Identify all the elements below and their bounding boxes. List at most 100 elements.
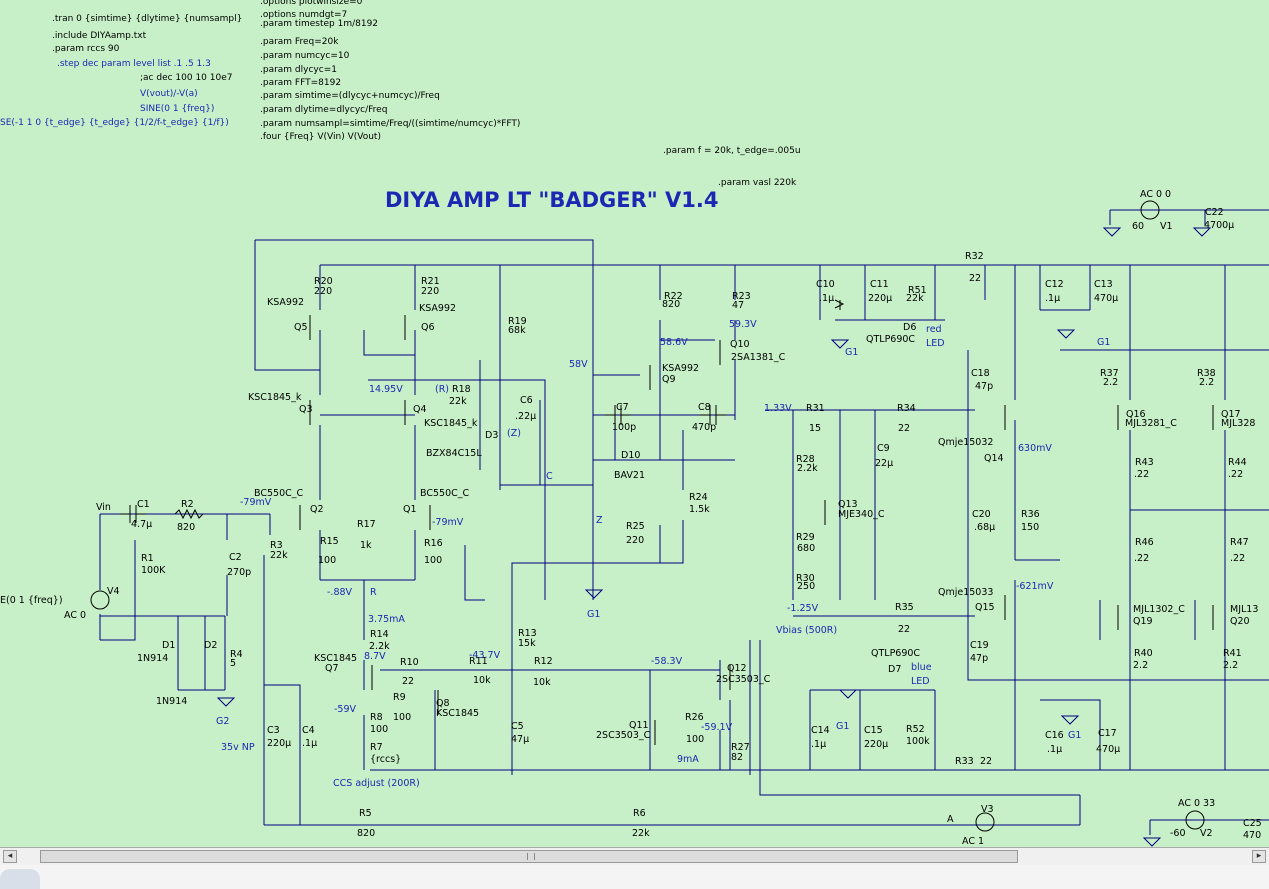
ref-r12: R12 xyxy=(534,656,553,667)
label-47p: 47p xyxy=(970,653,988,664)
label-22k: 22k xyxy=(449,396,467,407)
label-22: 22 xyxy=(898,423,910,434)
label-15k: 15k xyxy=(518,638,536,649)
scroll-thumb[interactable] xyxy=(40,850,1018,863)
ref-c16: C16 xyxy=(1045,730,1064,741)
label-22: 22 xyxy=(969,273,981,284)
ref-r52: R52 xyxy=(906,724,925,735)
label-ac-0: AC 0 xyxy=(64,610,86,621)
label-470p: 470p xyxy=(692,422,716,433)
ref-v2: V2 xyxy=(1200,828,1213,839)
label-led: LED xyxy=(926,338,945,349)
ref-r3: R3 xyxy=(270,540,283,551)
ref-c5: C5 xyxy=(511,721,524,732)
ref-r1: R1 xyxy=(141,553,154,564)
label-14-95v: 14.95V xyxy=(369,384,403,395)
label-qtlp690c: QTLP690C xyxy=(871,648,920,659)
ref-d7: D7 xyxy=(888,664,901,675)
label-2sa1381-c: 2SA1381_C xyxy=(731,352,786,363)
ref-d2: D2 xyxy=(204,640,217,651)
label-100: 100 xyxy=(318,555,336,566)
label-r: R xyxy=(370,587,377,598)
label-82: 82 xyxy=(731,752,743,763)
ref-r46: R46 xyxy=(1135,537,1154,548)
status-bar xyxy=(0,865,1269,889)
ref-q4: Q4 xyxy=(413,404,427,415)
ref-r29: R29 xyxy=(796,532,815,543)
ref-g1: G1 xyxy=(845,347,858,358)
ref-c11: C11 xyxy=(870,279,889,290)
label-68k: 68k xyxy=(508,325,526,336)
label-ksc1845: KSC1845 xyxy=(436,708,479,719)
ref-r38: R38 xyxy=(1197,368,1216,379)
spice-directive-numcyc: .param numcyc=10 xyxy=(260,51,350,61)
ref-q6: Q6 xyxy=(421,322,435,333)
ref-r13: R13 xyxy=(518,628,537,639)
label-22k: 22k xyxy=(906,293,924,304)
spice-directive-simtime: .param simtime=(dlycyc+numcyc)/Freq xyxy=(260,91,440,101)
label-22: .22µ xyxy=(515,411,536,422)
ref-q14: Q14 xyxy=(984,453,1004,464)
label-2sc3503-c: 2SC3503_C xyxy=(596,730,651,741)
ref-q8: Q8 xyxy=(436,698,450,709)
ref-r17: R17 xyxy=(357,519,376,530)
ref-c12: C12 xyxy=(1045,279,1064,290)
spice-directive-vout: V(vout)/-V(a) xyxy=(140,89,198,99)
spice-directive-dlytime: .param dlytime=dlycyc/Freq xyxy=(260,105,387,115)
schematic-canvas[interactable]: DIYA AMP LT "BADGER" V1.4 .tran 0 {simti… xyxy=(0,0,1269,847)
label-vin: Vin xyxy=(96,502,111,513)
label-1k: 1k xyxy=(360,540,372,551)
label-4-7: 4.7µ xyxy=(131,519,152,530)
label-bav21: BAV21 xyxy=(614,470,645,481)
ref-c20: C20 xyxy=(972,509,991,520)
label-58-3v: -58.3V xyxy=(651,656,683,667)
ref-q11: Q11 xyxy=(629,720,649,731)
ref-r47: R47 xyxy=(1230,537,1249,548)
label-22k: 22k xyxy=(270,550,288,561)
ref-r22: R22 xyxy=(664,291,683,302)
ref-c1: C1 xyxy=(137,499,150,510)
ref-d1: D1 xyxy=(162,640,175,651)
label-1: .1µ xyxy=(302,738,317,749)
label-1: .1µ xyxy=(819,293,834,304)
label-47: 47µ xyxy=(511,734,529,745)
ref-r16: R16 xyxy=(424,538,443,549)
label-1-33v: 1.33V xyxy=(764,403,792,414)
label-e-0-1-freq: E(0 1 {freq}) xyxy=(0,595,63,606)
scroll-right-arrow[interactable]: ▸ xyxy=(1252,850,1266,863)
ref-r19: R19 xyxy=(508,316,527,327)
spice-directive-freq: .param Freq=20k xyxy=(260,37,339,47)
label-68: .68µ xyxy=(974,522,995,533)
label-820: 820 xyxy=(357,828,375,839)
ref-r6: R6 xyxy=(633,808,646,819)
label-60: 60 xyxy=(1132,221,1144,232)
label-blue: blue xyxy=(911,662,932,673)
ref-r28: R28 xyxy=(796,454,815,465)
label-22: .22 xyxy=(1228,469,1243,480)
ref-q9: Q9 xyxy=(662,374,676,385)
window-tab[interactable] xyxy=(0,869,40,889)
horizontal-scrollbar[interactable]: ◂ ▸ xyxy=(0,847,1269,865)
label-100: 100 xyxy=(424,555,442,566)
label-220: 220µ xyxy=(868,293,892,304)
label-qmje15032: Qmje15032 xyxy=(938,437,993,448)
label-250: 250 xyxy=(797,581,815,592)
ref-g2: G2 xyxy=(216,716,229,727)
label-9ma: 9mA xyxy=(677,754,699,765)
label-100: 100 xyxy=(686,734,704,745)
ref-r24: R24 xyxy=(689,492,708,503)
ref-r26: R26 xyxy=(685,712,704,723)
ref-r2: R2 xyxy=(181,499,194,510)
label-z: (Z) xyxy=(507,428,521,439)
ref-r18: R18 xyxy=(452,384,471,395)
ref-r15: R15 xyxy=(320,536,339,547)
ref-c10: C10 xyxy=(816,279,835,290)
scroll-left-arrow[interactable]: ◂ xyxy=(3,850,17,863)
spice-directive-timestep: .param timestep 1m/8192 xyxy=(260,19,378,29)
label-3-75ma: 3.75mA xyxy=(368,614,405,625)
label-47: 47 xyxy=(732,300,744,311)
label-2-2k: 2.2k xyxy=(369,641,390,652)
label-630mv: 630mV xyxy=(1018,443,1052,454)
ref-r31: R31 xyxy=(806,403,825,414)
spice-directive-vasl: .param vasl 220k xyxy=(718,178,797,188)
